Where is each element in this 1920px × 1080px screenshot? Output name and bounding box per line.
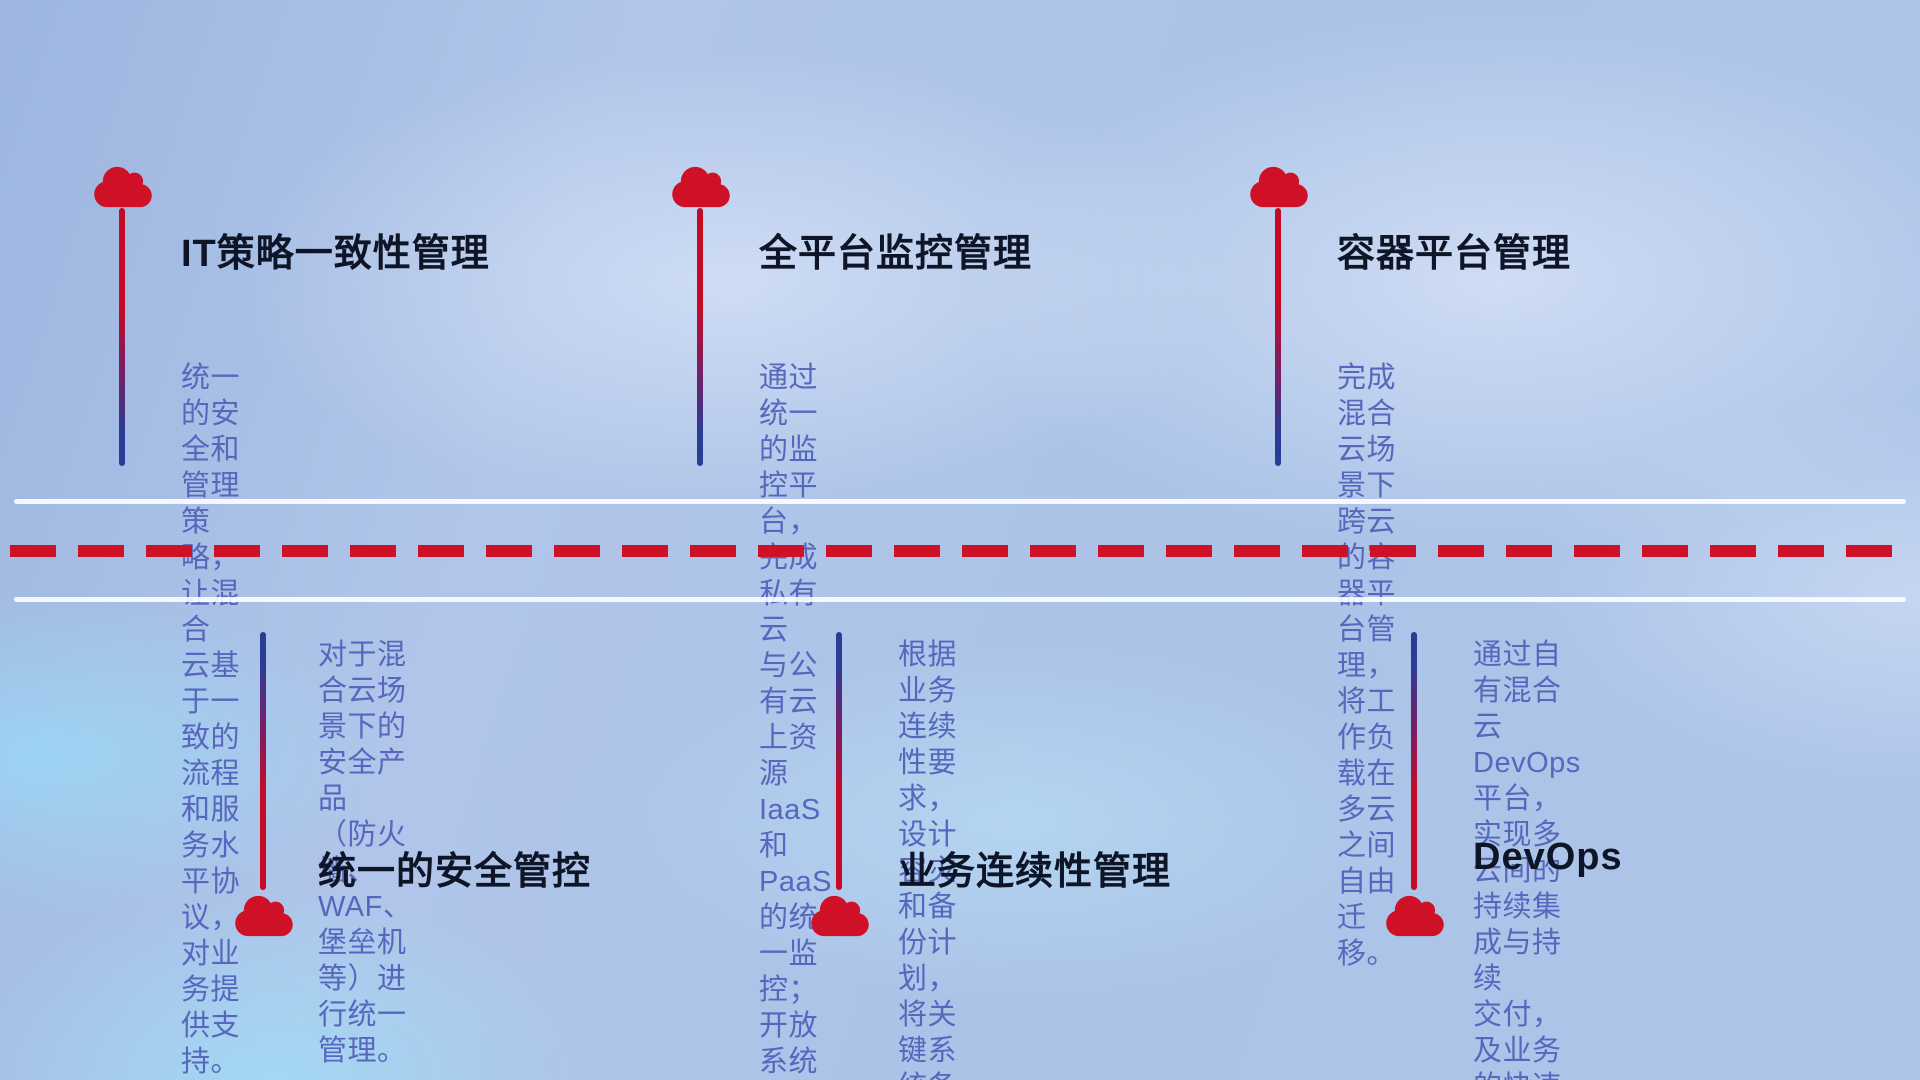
feature-title: IT策略一致性管理 xyxy=(181,233,490,275)
cloud-icon xyxy=(672,166,730,208)
feature-description: 完成混合云场景下跨云的容器平 台管理，将工作负载在多云之间 自由迁移。 xyxy=(1337,362,1397,970)
timeline-stem xyxy=(119,208,125,466)
timeline-stem xyxy=(1275,208,1281,466)
cloud-icon xyxy=(1386,895,1444,937)
timeline-stem xyxy=(260,632,266,890)
timeline-stem xyxy=(836,632,842,890)
feature-title: 容器平台管理 xyxy=(1337,233,1572,275)
feature-description: 根据业务连续性要求，设计容灾 和备份计划，将关键系统备份至 线上/线下，并定期校… xyxy=(898,639,958,1080)
feature-title: DevOps xyxy=(1473,836,1623,878)
cloud-icon xyxy=(235,895,293,937)
feature-description: 统一的安全和管理策略，让混合 云基于一致的流程和服务水平协 议，对业务提供支持。 xyxy=(181,362,241,1078)
divider-white-line-top xyxy=(14,499,1906,504)
cloud-icon xyxy=(811,895,869,937)
feature-description: 通过自有混合云DevOps平台， 实现多云间的持续集成与持续 交付，及业务的快速… xyxy=(1473,639,1581,1080)
feature-description: 通过统一的监控平台，完成私有云 与公有云上资源IaaS和PaaS的统 一监控；开… xyxy=(759,362,832,1078)
cloud-icon xyxy=(1250,166,1308,208)
divider-white-line-bottom xyxy=(14,597,1906,602)
divider-red-dashed-line xyxy=(10,545,1910,557)
feature-title: 统一的安全管控 xyxy=(318,851,592,893)
feature-title: 业务连续性管理 xyxy=(898,851,1172,893)
feature-title: 全平台监控管理 xyxy=(759,233,1033,275)
cloud-icon xyxy=(94,166,152,208)
feature-description: 对于混合云场景下的安全产品 （防火墙、WAF、堡垒机等）进 行统一管理。 xyxy=(318,639,413,1067)
timeline-stem xyxy=(1411,632,1417,890)
timeline-stem xyxy=(697,208,703,466)
